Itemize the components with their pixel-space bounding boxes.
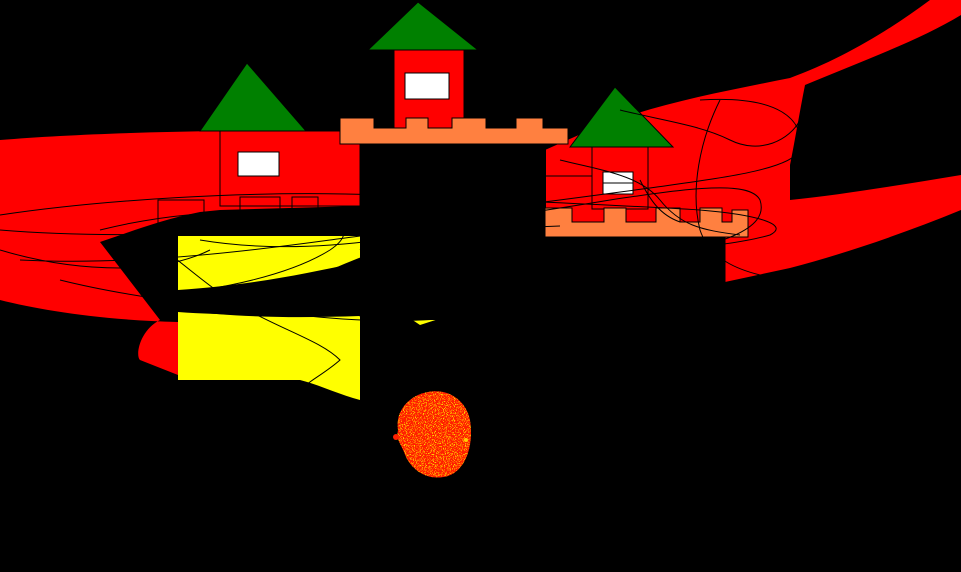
castle-right-wall bbox=[544, 175, 726, 282]
castle-left-window bbox=[237, 151, 280, 177]
dark-swoosh bbox=[178, 236, 545, 315]
castle-center-window bbox=[404, 72, 450, 100]
scribble-lines bbox=[0, 98, 802, 399]
castle-right-roof bbox=[569, 86, 675, 148]
castle-left-roof bbox=[199, 62, 308, 132]
castle-center-roof bbox=[366, 1, 480, 51]
yellow-shape-lower bbox=[178, 310, 360, 400]
castle-left-battlements bbox=[157, 196, 360, 236]
red-splatter-blob bbox=[393, 391, 472, 478]
red-flame-shape-right bbox=[545, 0, 961, 282]
castle-center-battlements bbox=[339, 117, 569, 145]
